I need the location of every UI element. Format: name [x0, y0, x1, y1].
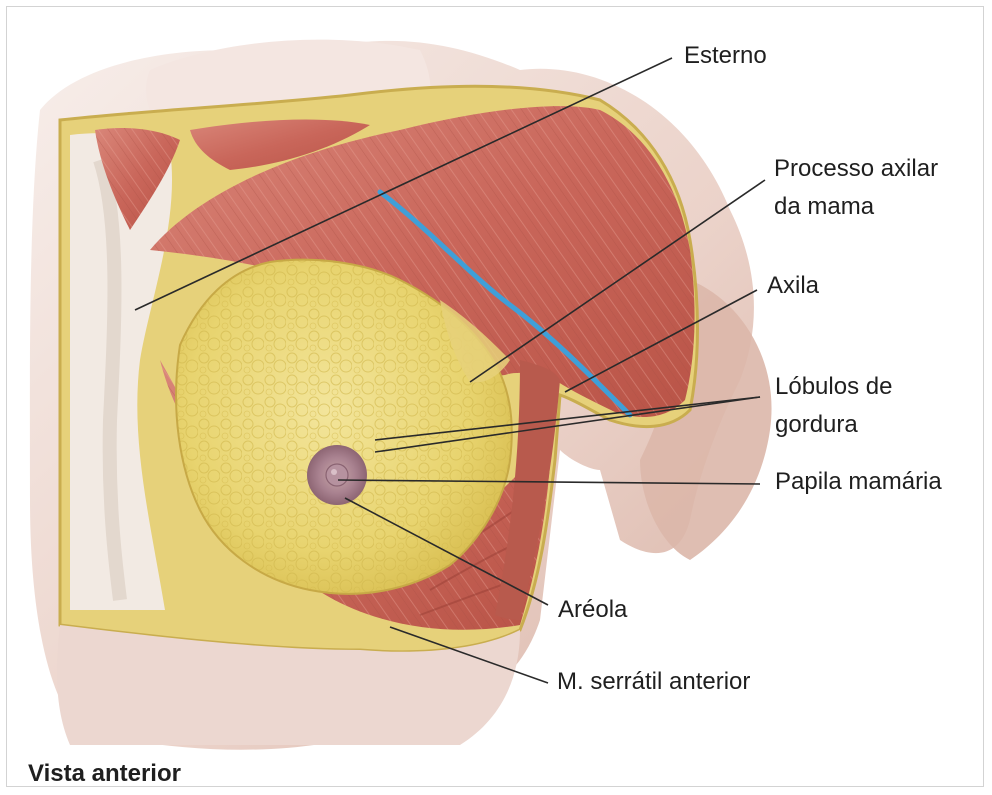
- label-areola: Aréola: [558, 596, 627, 624]
- label-processo-axilar-line1: Processo axilar: [774, 155, 938, 183]
- label-lobulos-line1: Lóbulos de: [775, 373, 892, 401]
- label-processo-axilar-line2: da mama: [774, 193, 874, 221]
- label-serratil: M. serrátil anterior: [557, 668, 750, 696]
- label-lobulos-line2: gordura: [775, 411, 858, 439]
- label-papila: Papila mamária: [775, 468, 942, 496]
- view-caption: Vista anterior: [28, 760, 181, 788]
- label-esterno: Esterno: [684, 42, 767, 70]
- label-axila: Axila: [767, 272, 819, 300]
- nipple: [326, 464, 348, 486]
